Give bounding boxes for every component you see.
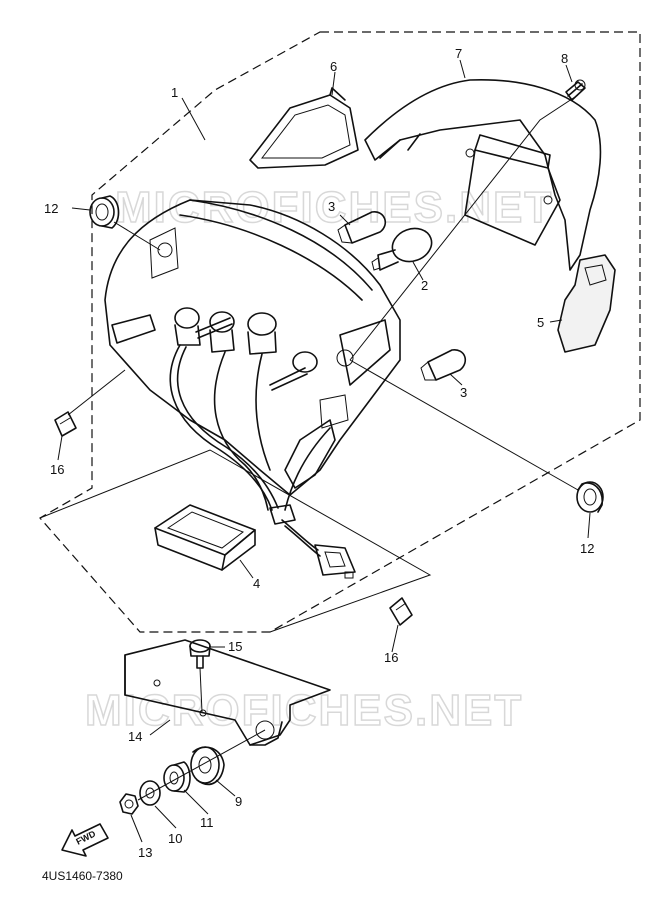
callout-8: 8	[561, 51, 568, 66]
callout-7: 7	[455, 46, 462, 61]
fastener-axis	[137, 729, 266, 801]
callout-3-lower: 3	[460, 385, 467, 400]
side-reflector-part-5	[557, 254, 616, 353]
callout-4: 4	[253, 576, 260, 591]
callout-2: 2	[421, 278, 428, 293]
collar-part-11	[163, 761, 191, 793]
callout-1: 1	[171, 85, 178, 100]
taillight-housing	[104, 199, 401, 496]
clip-part-16-lower	[389, 597, 413, 626]
bolt-axis	[199, 667, 203, 713]
callout-16-lower: 16	[384, 650, 398, 665]
grommet-part-9	[190, 746, 225, 786]
callout-14: 14	[128, 729, 142, 744]
grommet-upper-axis	[113, 221, 161, 251]
callout-9: 9	[235, 794, 242, 809]
watermark-bottom: MICROFICHES.NET	[85, 686, 523, 735]
callout-3-upper: 3	[328, 199, 335, 214]
assembly-boundary	[39, 31, 641, 633]
drawing-code: 4US1460-7380	[42, 869, 123, 883]
callout-leaders	[57, 59, 591, 843]
bracket-part-14	[124, 639, 331, 746]
nut-part-13	[119, 793, 139, 815]
wiring-harness	[169, 344, 356, 579]
washer-part-10	[139, 780, 161, 806]
callout-12-lower: 12	[580, 541, 594, 556]
callout-12-upper: 12	[44, 201, 58, 216]
forward-arrow-icon: FWD	[61, 823, 109, 857]
callout-11: 11	[200, 815, 214, 830]
outer-cover-part-7	[364, 78, 602, 271]
bulb-part-2	[371, 227, 433, 271]
bulb-part-3-lower	[420, 349, 467, 381]
clip-part-16-upper	[54, 411, 77, 437]
clip-upper-axis	[67, 369, 126, 416]
screw-part-8	[565, 79, 586, 101]
callout-5: 5	[537, 315, 544, 330]
bulb-part-3-upper	[337, 211, 387, 244]
pad-part-4	[154, 504, 256, 571]
grommet-part-12-upper	[89, 195, 120, 229]
watermark-top: MICROFICHES.NET	[115, 183, 553, 232]
callout-13: 13	[138, 845, 152, 860]
grommet-lower-axis	[349, 359, 579, 491]
grommet-part-12-lower	[576, 481, 604, 513]
bolt-part-15	[189, 639, 211, 669]
callout-10: 10	[168, 831, 182, 846]
callout-16-upper: 16	[50, 462, 64, 477]
exploded-plane	[39, 449, 432, 633]
callout-6: 6	[330, 59, 337, 74]
screw-axis-line	[349, 94, 579, 361]
callout-15: 15	[228, 639, 242, 654]
reflector-part-6	[249, 87, 359, 169]
